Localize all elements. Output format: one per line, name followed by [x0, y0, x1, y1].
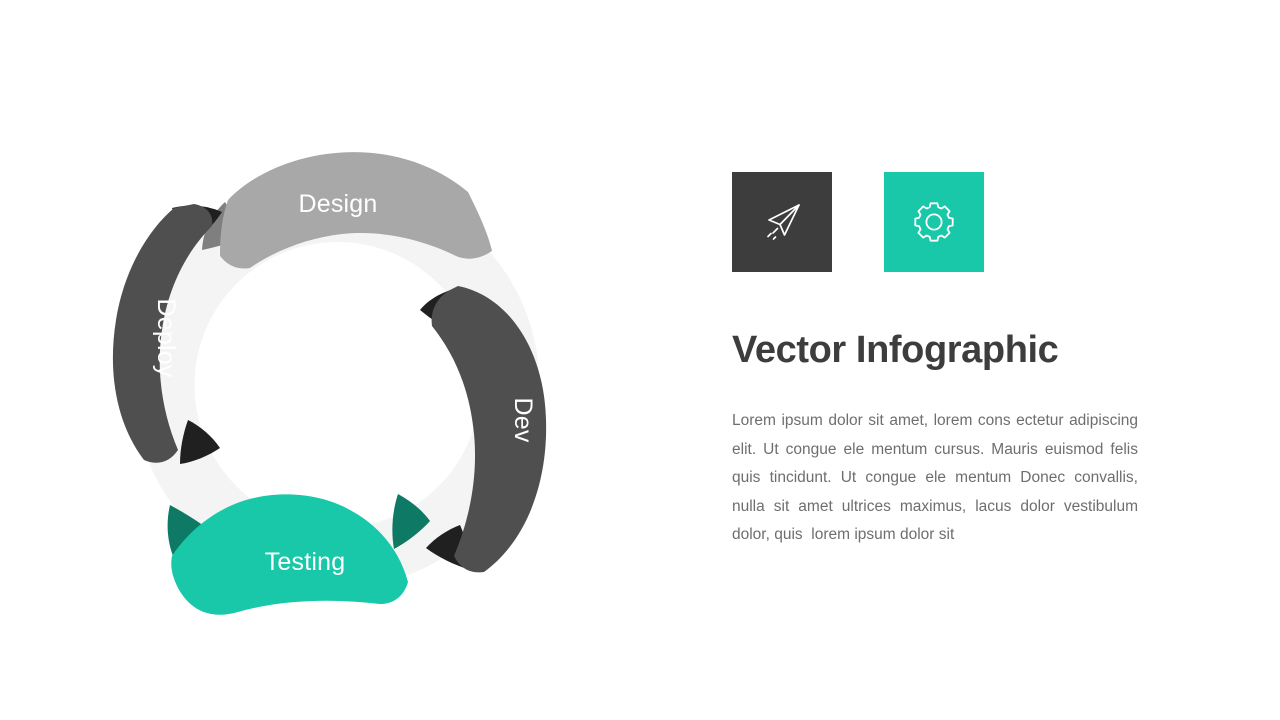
- testing-banner: [171, 494, 408, 615]
- icon-row: [732, 172, 1140, 272]
- deploy-fold-bottom: [180, 420, 220, 464]
- cycle-label-deploy: Deploy: [152, 298, 180, 377]
- deploy-banner: [112, 204, 213, 463]
- content-panel: Vector Infographic Lorem ipsum dolor sit…: [732, 172, 1140, 543]
- dev-banner: [431, 286, 547, 573]
- cycle-label-dev: Dev: [509, 397, 537, 442]
- circular-cycle-diagram: Design Dev Testing: [60, 120, 630, 650]
- cycle-segment-testing[interactable]: Testing: [167, 494, 430, 615]
- design-banner: [220, 152, 492, 269]
- panel-body-text: Lorem ipsum dolor sit amet, lorem cons e…: [732, 412, 1143, 543]
- testing-fold-right: [392, 494, 430, 549]
- paper-plane-icon: [767, 204, 800, 240]
- page-title: Vector Infographic: [732, 329, 1059, 371]
- gear-icon: [914, 202, 954, 242]
- ring-background: [133, 182, 540, 588]
- cycle-label-testing: Testing: [265, 548, 346, 576]
- gear-icon-tile[interactable]: [884, 172, 984, 272]
- cycle-segment-deploy[interactable]: Deploy: [112, 204, 222, 464]
- cycle-segment-dev[interactable]: Dev: [420, 286, 547, 573]
- paper-plane-icon-tile[interactable]: [732, 172, 832, 272]
- testing-fold-left: [167, 505, 204, 556]
- cycle-label-design: Design: [298, 190, 377, 218]
- cycle-segment-design[interactable]: Design: [202, 152, 492, 269]
